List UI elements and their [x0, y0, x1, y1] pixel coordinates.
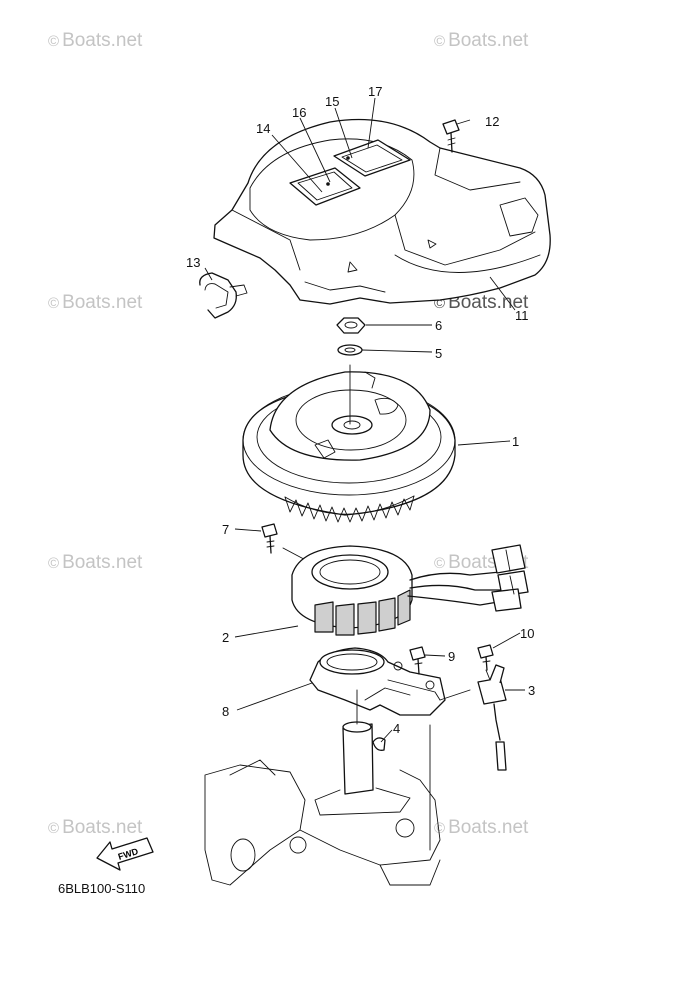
pulser-coil — [439, 664, 507, 771]
callout-9: 9 — [448, 649, 455, 664]
engine-block — [204, 689, 441, 886]
callout-6: 6 — [435, 318, 442, 333]
callout-1: 1 — [512, 434, 519, 449]
callout-10: 10 — [520, 626, 534, 641]
copyright-icon: © — [434, 33, 446, 50]
callout-13: 13 — [186, 255, 200, 270]
washer-5 — [337, 344, 363, 356]
copyright-icon: © — [434, 820, 446, 837]
copyright-icon: © — [48, 555, 60, 572]
callout-17: 17 — [368, 84, 382, 99]
watermark: ©Boats.net — [48, 552, 143, 573]
callout-12: 12 — [485, 114, 499, 129]
callout-14: 14 — [256, 121, 270, 136]
copyright-icon: © — [48, 820, 60, 837]
base-plate — [309, 647, 446, 716]
nut-6 — [336, 317, 366, 334]
fwd-arrow: FWD — [96, 837, 154, 871]
bolt-12 — [442, 119, 460, 153]
copyright-icon: © — [434, 555, 446, 572]
leader-lines — [204, 97, 525, 743]
wire-clip-13 — [199, 272, 248, 319]
bolt-10 — [477, 644, 494, 681]
watermark: ©Boats.net — [48, 292, 143, 313]
callout-16: 16 — [292, 105, 306, 120]
watermark: ©Boats.net — [48, 30, 143, 51]
watermark: ©Boats.net — [434, 817, 529, 838]
bolt-9 — [409, 646, 426, 675]
watermark: ©Boats.net — [434, 292, 529, 313]
callout-2: 2 — [222, 630, 229, 645]
callout-5: 5 — [435, 346, 442, 361]
copyright-icon: © — [48, 33, 60, 50]
copyright-icon: © — [434, 295, 446, 312]
stator — [291, 544, 529, 636]
callout-15: 15 — [325, 94, 339, 109]
callout-7: 7 — [222, 522, 229, 537]
callout-4: 4 — [393, 721, 400, 736]
callout-11: 11 — [515, 308, 529, 323]
callout-8: 8 — [222, 704, 229, 719]
watermark: ©Boats.net — [434, 30, 529, 51]
copyright-icon: © — [48, 295, 60, 312]
callout-3: 3 — [528, 683, 535, 698]
diagram-code: 6BLB100-S110 — [58, 881, 146, 896]
watermark: ©Boats.net — [48, 817, 143, 838]
flywheel — [242, 364, 456, 523]
flywheel-cover — [213, 118, 551, 305]
